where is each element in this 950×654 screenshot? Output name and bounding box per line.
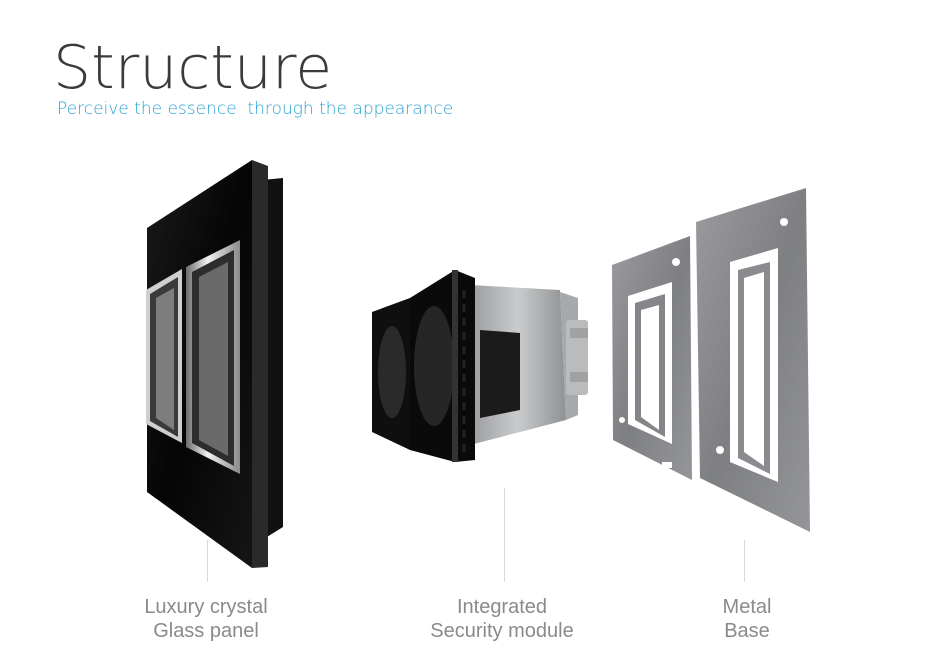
label-glass-panel-line2: Glass panel — [153, 620, 259, 642]
label-glass-panel-line1: Luxury crystal — [144, 596, 268, 618]
metal-base-graphic — [612, 188, 810, 532]
label-metal-base-line1: Metal — [722, 596, 772, 618]
page-subtitle: Perceive the essence through the appeara… — [57, 99, 454, 119]
connector-line-base — [744, 540, 745, 582]
label-security-module-line2: Security module — [430, 620, 574, 642]
label-security-module-line1: Integrated — [456, 596, 548, 618]
security-module-graphic — [372, 270, 588, 462]
page-title: Structure — [53, 33, 333, 103]
label-security-module: Integrated Security module — [430, 595, 573, 643]
connector-line-module — [504, 488, 505, 582]
label-glass-panel: Luxury crystal Glass panel — [144, 595, 267, 643]
glass-panel-graphic — [146, 160, 283, 568]
connector-line-glass — [207, 540, 208, 582]
label-metal-base: Metal Base — [723, 595, 772, 643]
label-metal-base-line2: Base — [724, 620, 770, 642]
